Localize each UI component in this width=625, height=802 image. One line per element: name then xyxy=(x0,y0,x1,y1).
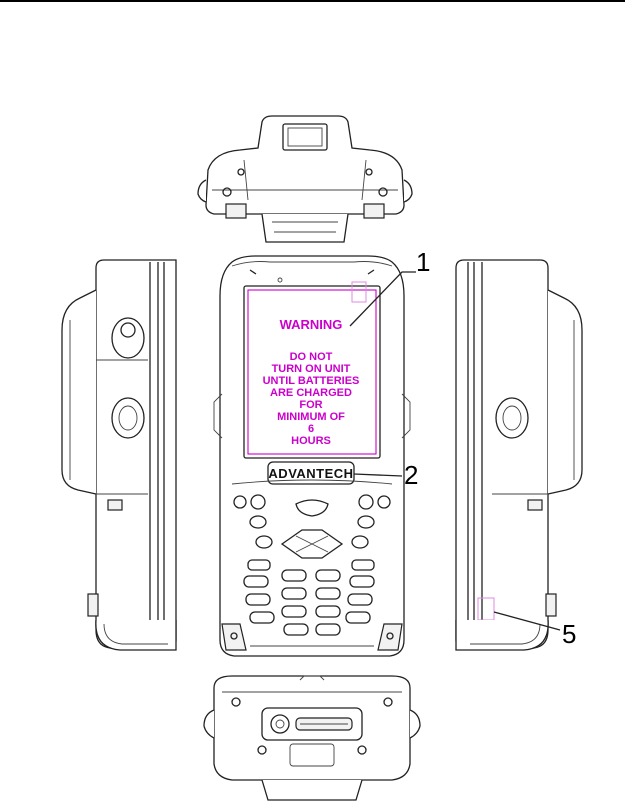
right-side-view xyxy=(456,260,582,650)
bottom-view xyxy=(204,676,420,800)
warning-line: 6 xyxy=(308,423,314,435)
left-side-view xyxy=(62,260,176,650)
top-view xyxy=(198,116,412,242)
callout-label-1: 1 xyxy=(416,247,430,277)
front-view xyxy=(214,256,410,656)
warning-line: UNTIL BATTERIES xyxy=(263,375,360,387)
warning-line: TURN ON UNIT xyxy=(272,363,351,375)
warning-line: FOR xyxy=(299,399,322,411)
warning-line: DO NOT xyxy=(290,351,333,363)
warning-title: WARNING xyxy=(280,317,343,332)
warning-line: MINIMUM OF xyxy=(277,411,345,423)
callout-label-5: 5 xyxy=(562,619,576,649)
callout-label-2: 2 xyxy=(404,460,418,490)
brand-logo: ADVANTECH xyxy=(268,466,353,481)
warning-line: ARE CHARGED xyxy=(270,387,352,399)
warning-line: HOURS xyxy=(291,435,331,447)
